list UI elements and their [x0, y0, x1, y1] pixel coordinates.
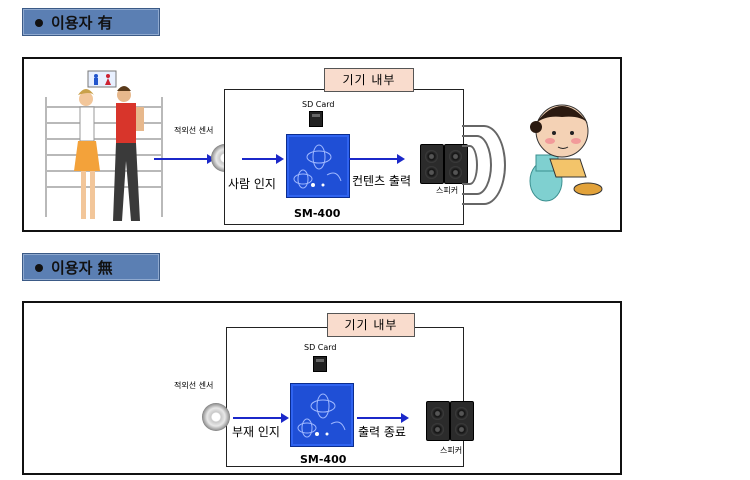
sd-card-label: SD Card	[302, 100, 335, 109]
device-box-title: 기기 내부	[327, 313, 415, 337]
infrared-sensor-icon	[202, 403, 230, 431]
output-label: 컨텐츠 출력	[352, 174, 412, 188]
speaker-left-icon	[420, 144, 444, 184]
sd-card-label: SD Card	[304, 343, 337, 352]
arrow-to-board	[242, 154, 284, 164]
section-header-user-present: 이용자 有	[22, 8, 160, 36]
diagram-panel-user-absent: 기기 내부 적외선 센서 SD Card 부재 인지 SM-400 출력 종료 …	[22, 301, 622, 475]
flower-pattern-icon	[297, 393, 346, 438]
arrow-to-speaker	[349, 154, 405, 164]
restroom-people-illustration	[45, 70, 163, 221]
sensor-label: 적외선 센서	[174, 381, 214, 390]
speaker-left-icon	[426, 401, 450, 441]
output-label: 출력 종료	[358, 425, 406, 439]
sensor-label: 적외선 센서	[174, 126, 214, 135]
board-label: SM-400	[294, 207, 341, 220]
sd-card-icon	[313, 356, 327, 372]
device-box-title: 기기 내부	[324, 68, 414, 92]
signal-line	[154, 154, 215, 164]
board-label: SM-400	[300, 453, 347, 466]
diagram-panel-user-present: 적외선 센서 기기 내부 SD Card 사람 인지 SM-400 컨텐츠 출력…	[22, 57, 622, 232]
speaker-label: 스피커	[436, 186, 459, 195]
sm400-board	[290, 383, 354, 447]
sd-card-icon	[309, 111, 323, 127]
sm400-board	[286, 134, 350, 198]
arrow-to-speaker	[357, 413, 409, 423]
speaker-label: 스피커	[440, 446, 463, 455]
section-header-user-absent: 이용자 無	[22, 253, 160, 281]
flower-pattern-icon	[293, 144, 342, 189]
child-on-toilet-illustration	[529, 104, 603, 202]
arrow-to-board	[233, 413, 289, 423]
section-header-text: 이용자 無	[51, 259, 113, 277]
detect-label: 부재 인지	[232, 425, 280, 439]
detect-label: 사람 인지	[228, 177, 276, 191]
bullet-icon	[35, 263, 43, 272]
section-header-text: 이용자 有	[51, 14, 113, 32]
speaker-right-icon	[450, 401, 474, 441]
bullet-icon	[35, 18, 43, 27]
